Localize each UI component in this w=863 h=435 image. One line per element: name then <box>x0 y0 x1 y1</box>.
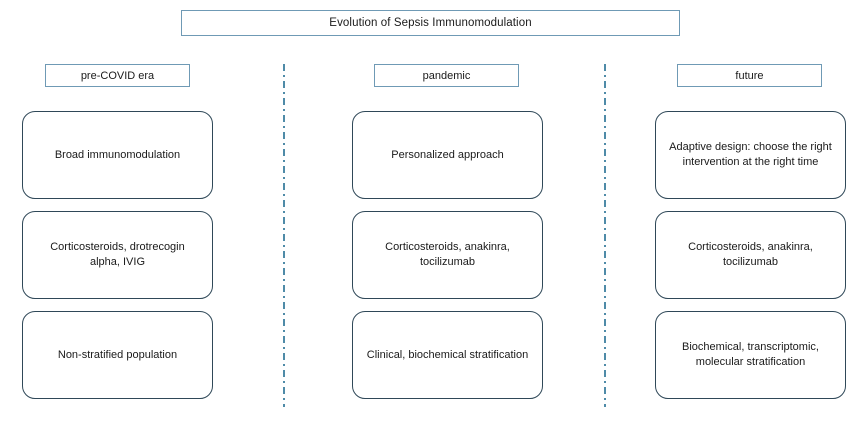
node-label: Non-stratified population <box>57 348 178 361</box>
node-label: Corticosteroids, drotrecogin alpha, IVIG <box>50 241 185 268</box>
column-header-label: pre-COVID era <box>80 69 155 82</box>
node-label: Broad immunomodulation <box>54 148 181 161</box>
node-pandemic-1: Personalized approach <box>352 111 543 199</box>
node-label: Corticosteroids, anakinra, tocilizumab <box>385 241 510 268</box>
node-label: Adaptive design: choose the right interv… <box>669 141 832 168</box>
diagram-title-box: Evolution of Sepsis Immunomodulation <box>181 10 680 36</box>
node-future-2: Corticosteroids, anakinra, tocilizumab <box>655 211 846 299</box>
page-title: Evolution of Sepsis Immunomodulation <box>329 17 532 29</box>
node-pandemic-2: Corticosteroids, anakinra, tocilizumab <box>352 211 543 299</box>
column-header-label: pandemic <box>422 69 471 82</box>
node-future-1: Adaptive design: choose the right interv… <box>655 111 846 199</box>
node-pandemic-3: Clinical, biochemical stratification <box>352 311 543 399</box>
node-future-3: Biochemical, transcriptomic, molecular s… <box>655 311 846 399</box>
node-label: Personalized approach <box>391 148 504 161</box>
node-label: Clinical, biochemical stratification <box>366 348 529 361</box>
node-pre-covid-2: Corticosteroids, drotrecogin alpha, IVIG <box>22 211 213 299</box>
column-separator-2 <box>604 64 606 407</box>
column-header-future: future <box>677 64 822 87</box>
column-header-label: future <box>735 69 764 82</box>
column-header-pre-covid: pre-COVID era <box>45 64 190 87</box>
column-header-pandemic: pandemic <box>374 64 519 87</box>
column-separator-1 <box>283 64 285 407</box>
node-pre-covid-1: Broad immunomodulation <box>22 111 213 199</box>
node-label: Corticosteroids, anakinra, tocilizumab <box>688 241 813 268</box>
node-label: Biochemical, transcriptomic, molecular s… <box>682 341 819 368</box>
node-pre-covid-3: Non-stratified population <box>22 311 213 399</box>
